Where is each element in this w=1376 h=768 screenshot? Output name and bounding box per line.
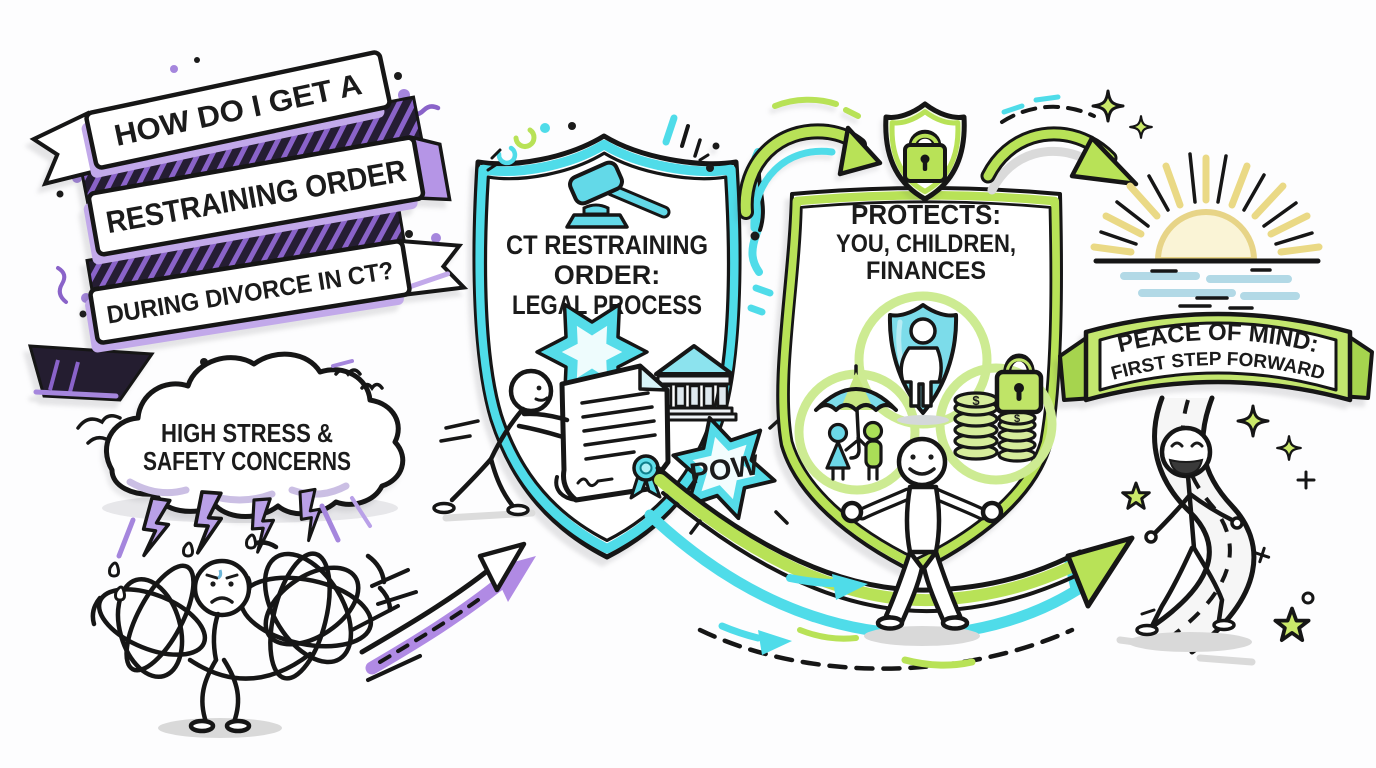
banner-tier-1: HOW DO I GET A [29,50,392,187]
document-icon [554,363,671,503]
protection-line1: PROTECTS: [851,199,1001,230]
protection-line2: YOU, CHILDREN, [836,230,1016,258]
ribbon-tail-left [27,344,155,402]
tangle-scribbles [90,540,393,681]
stress-label-line2: SAFETY CONCERNS [143,446,351,476]
stress-label-line1: HIGH STRESS & [161,418,333,448]
peace-banner: PEACE OF MIND: FIRST STEP FORWARD [1058,311,1374,403]
stressed-person-figure [90,533,418,738]
padlock-icon [994,353,1044,415]
legal-title-line1: CT RESTRAINING [506,230,708,260]
title-banner: HOW DO I GET A RESTRAINING ORDER DURING … [27,50,469,402]
person-shield-icon [887,303,959,425]
water-icon [1120,268,1300,310]
stars-right [1121,404,1316,643]
sparkle-star-icon [1091,89,1153,139]
sparkle-star-icon [1276,435,1302,461]
storm-cloud-icon [104,351,406,519]
family-figures [825,420,884,481]
happy-face [908,454,936,476]
family-umbrella-icon [814,364,898,481]
cloud-puff-icon [76,414,122,445]
arrow-protection-to-sunrise [980,89,1153,195]
speed-lines [370,568,418,606]
legal-shield-content: CT RESTRAINING ORDER: LEGAL PROCESS [432,114,789,535]
sun-disc [1154,209,1258,263]
open-arms-person-figure [840,436,1004,646]
purple-progress-arrow [350,541,536,682]
protection-line3: FINANCES [866,257,986,285]
worried-face [205,569,239,604]
lightning-icon [141,487,322,558]
arrow-legal-to-protection [698,96,883,232]
protection-panel-content: PROTECTS: YOU, CHILDREN, FINANCES [794,101,1057,495]
sunrise-icon [1090,152,1323,310]
dollar-sign: $ [972,393,980,408]
dollar-sign: $ [1014,413,1020,425]
sparkle-star-icon [1236,404,1270,438]
laughing-face [1168,441,1204,476]
sun-rays-yellow [1090,154,1323,256]
filing-person-figure [432,368,570,522]
stress-section: HIGH STRESS & SAFETY CONCERNS [76,351,406,559]
walking-person-figure [1128,425,1252,652]
sweat-drops [108,533,257,602]
star-icon [1273,606,1311,643]
lightning-streaks [116,496,372,559]
sun-rays-black [1099,152,1314,246]
wind-marks [334,368,384,392]
lock-shield-badge-icon [883,101,967,202]
legal-title-line2: ORDER: [554,260,661,290]
gavel-icon [565,160,671,229]
signature-squiggle [576,477,614,488]
shield-sparkles [486,114,714,172]
star-icon [1121,481,1151,510]
pow-burst-icon: POW [671,415,789,535]
